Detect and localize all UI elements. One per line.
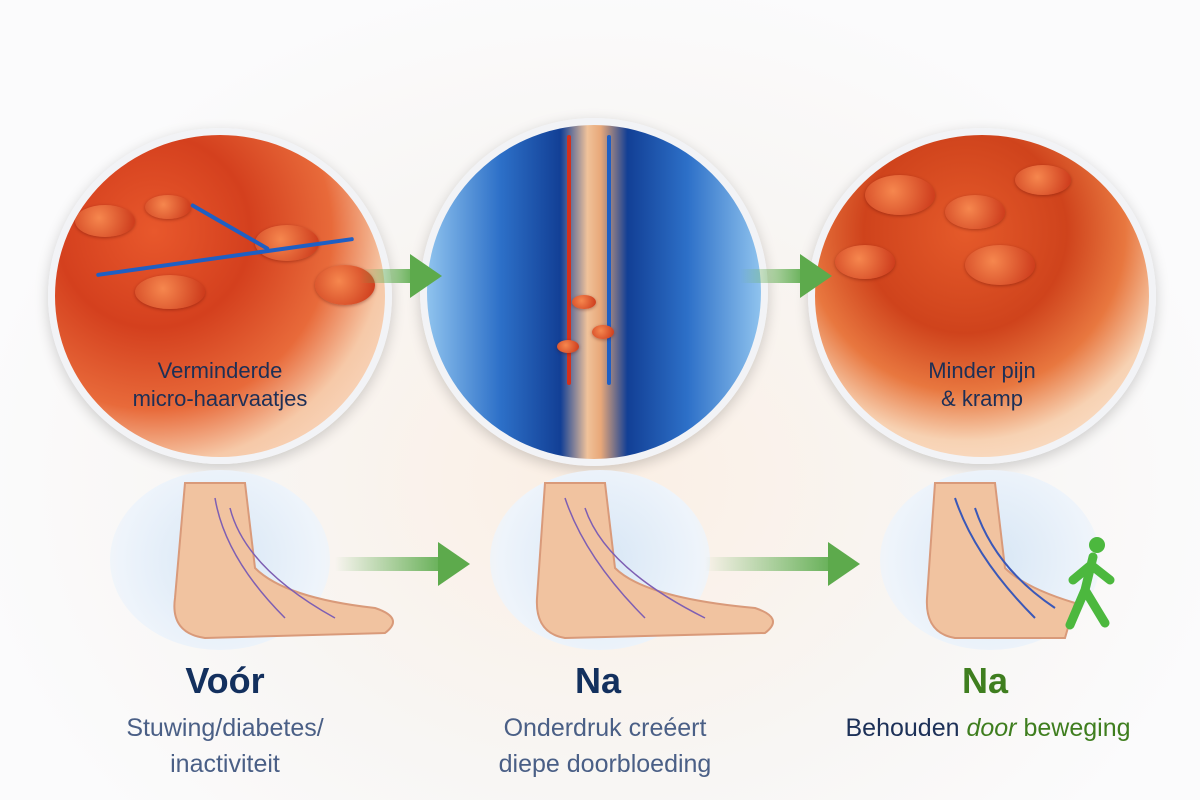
flow-arrow [740, 254, 832, 298]
foot-illustration [925, 482, 1077, 639]
panel-subtitle: Onderdruk creéert diepe doorbloeding [435, 710, 775, 782]
panel-title-before: Voór [185, 660, 265, 701]
micro-capillaries-circle: Verminderde micro-haarvaatjes [48, 128, 392, 464]
circle-label-line: Verminderde [157, 358, 283, 383]
panel-subtitle: Stuwing/diabetes/ inactiviteit [55, 710, 395, 782]
circle-label: Verminderde micro-haarvaatjes [55, 357, 385, 413]
panel-title-after: Na [574, 660, 622, 701]
blood-cell [572, 295, 596, 309]
blood-cell [835, 245, 895, 279]
blood-cell [865, 175, 935, 215]
subtitle-line: diepe doorbloeding [498, 750, 712, 778]
walking-person-icon [1065, 537, 1115, 630]
progress-arrow [335, 542, 470, 586]
blood-cell [557, 340, 579, 353]
circle-label: Minder pijn & kramp [815, 357, 1149, 413]
subtitle-emphasis: door [966, 714, 1017, 742]
blood-vessel [190, 202, 270, 252]
subtitle-text: beweging [1023, 714, 1131, 742]
blood-cell [135, 275, 205, 309]
vein [607, 135, 611, 385]
circle-label-line: micro-haarvaatjes [132, 386, 308, 411]
panel-title-maintained: Na [961, 660, 1009, 701]
artery [567, 135, 571, 385]
circle-label-line: & kramp [941, 386, 1023, 411]
blood-cell [1015, 165, 1071, 195]
subtitle-line: Onderdruk creéert [503, 714, 707, 742]
blood-vessel [95, 236, 355, 278]
less-pain-circle: Minder pijn & kramp [808, 128, 1156, 464]
subtitle-line: inactiviteit [170, 750, 280, 778]
blood-cell [145, 195, 191, 219]
blood-cell [945, 195, 1005, 229]
subtitle-line: Stuwing/diabetes/ [126, 714, 324, 742]
progress-arrow [705, 542, 860, 586]
blood-cell [75, 205, 135, 237]
vacuum-vessel-circle [420, 118, 768, 466]
blood-cell [592, 325, 614, 339]
panel-subtitle: Behouden door beweging [818, 710, 1158, 746]
circle-label-line: Minder pijn [928, 358, 1036, 383]
foot-illustration [535, 482, 774, 640]
subtitle-text: Behouden [845, 714, 960, 742]
blood-cell [965, 245, 1035, 285]
flow-arrow [360, 254, 442, 298]
foot-illustration [173, 482, 394, 640]
